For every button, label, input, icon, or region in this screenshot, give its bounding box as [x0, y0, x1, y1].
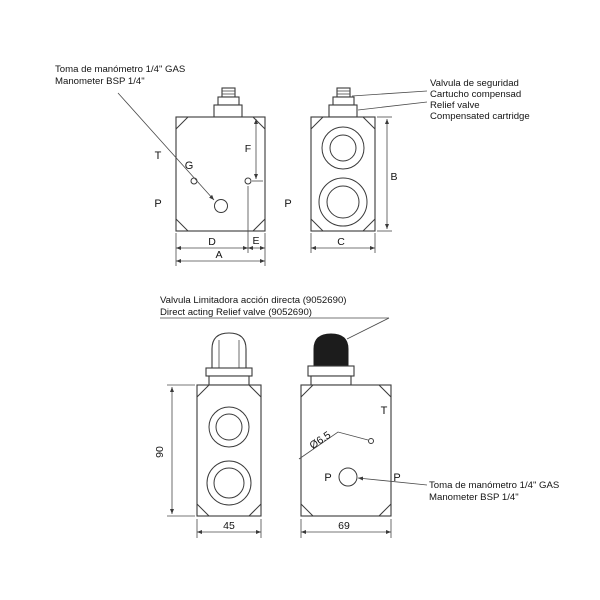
small-hole [368, 438, 374, 444]
port-label-p-outer: P [393, 472, 400, 484]
corner-chamfer [196, 503, 210, 517]
mounting-hole [244, 177, 252, 185]
corner-chamfer [196, 384, 210, 398]
corner-chamfer [175, 218, 189, 232]
port-bore-inner [329, 134, 357, 162]
diameter-leader-line [298, 431, 369, 460]
annotation-line: Toma de manómetro 1/4" GAS [55, 64, 185, 75]
annotation-line: Relief valve [430, 100, 480, 111]
port-bore-inner [213, 467, 245, 499]
adjust-screw-base [328, 104, 358, 118]
port-bore-inner [326, 185, 360, 219]
annotation-direct-relief: Valvula Limitadora acción directa (90526… [160, 295, 390, 340]
corner-chamfer [362, 218, 376, 232]
dim-label-90: 90 [154, 446, 166, 458]
annotation-line: Manometer BSP 1/4" [429, 492, 519, 503]
top-front-view: T P P G F D E A [154, 87, 292, 266]
corner-chamfer [252, 218, 266, 232]
port-label-g: G [185, 160, 194, 172]
annotation-line: Toma de manómetro 1/4" GAS [429, 480, 559, 491]
corner-chamfer [175, 116, 189, 130]
annotation-relief-valve: Valvula de seguridad Cartucho compensad … [351, 78, 530, 122]
leader-line [357, 101, 428, 111]
gauge-port-hole [338, 467, 358, 487]
annotation-line: Manometer BSP 1/4" [55, 76, 145, 87]
annotation-line: Direct acting Relief valve (9052690) [160, 307, 312, 318]
port-bore-outer [208, 406, 250, 448]
corner-chamfer [300, 503, 314, 517]
port-label-p-right: P [284, 198, 291, 210]
port-label-t: T [381, 405, 388, 417]
port-bore-outer [206, 460, 252, 506]
port-label-t: T [155, 150, 162, 162]
annotation-line: Compensated cartridge [430, 111, 530, 122]
corner-chamfer [248, 503, 262, 517]
dim-label-d: D [208, 236, 216, 248]
leader-line [117, 92, 215, 201]
dim-label-69: 69 [338, 520, 350, 532]
valve-body-front [175, 116, 266, 232]
bottom-front-view: 90 45 [154, 332, 262, 538]
dim-label-c: C [337, 236, 345, 248]
port-label-p-inner: P [324, 472, 331, 484]
cap-nut-band [307, 365, 355, 377]
dim-label-a: A [215, 249, 222, 261]
dim-label-f: F [245, 143, 251, 155]
gauge-port-hole [214, 199, 228, 213]
adjust-screw-locknut [332, 96, 355, 106]
corner-chamfer [300, 384, 314, 398]
relief-cap-dome-black [313, 333, 349, 367]
leader-line [346, 317, 390, 340]
bottom-side-view: T Ø6.5 P P 69 [298, 333, 401, 538]
dim-label-e: E [252, 235, 259, 247]
leader-line [351, 90, 428, 97]
annotation-manometer-top: Toma de manómetro 1/4" GAS Manometer BSP… [55, 64, 215, 201]
cap-nut-band [208, 375, 250, 386]
port-bore-outer [318, 177, 368, 227]
valve-body-side [310, 116, 376, 232]
corner-chamfer [248, 384, 262, 398]
corner-chamfer [378, 384, 392, 398]
annotation-manometer-bottom: Toma de manómetro 1/4" GAS Manometer BSP… [357, 476, 559, 503]
corner-chamfer [362, 116, 376, 130]
adjust-screw-top [221, 87, 236, 98]
annotation-line: Valvula Limitadora acción directa (90526… [160, 295, 346, 306]
corner-chamfer [310, 116, 324, 130]
cap-nut-band [205, 367, 253, 377]
annotation-line: Valvula de seguridad [430, 78, 519, 89]
relief-cap-dome [211, 332, 247, 369]
valve-body-front [196, 384, 262, 517]
dim-label-b: B [390, 171, 397, 183]
adjust-screw-locknut [217, 96, 240, 106]
corner-chamfer [310, 218, 324, 232]
annotation-line: Cartucho compensad [430, 89, 521, 100]
leader-line [357, 476, 428, 486]
port-bore-outer [321, 126, 365, 170]
valve-body-side [300, 384, 392, 517]
adjust-screw-base [213, 104, 243, 118]
port-label-p-left: P [154, 198, 161, 210]
cap-nut-band [310, 375, 352, 386]
corner-chamfer [378, 503, 392, 517]
adjust-screw-top [336, 87, 351, 98]
port-bore-inner [215, 413, 243, 441]
top-side-view: B C [310, 87, 398, 253]
dim-label-45: 45 [223, 520, 235, 532]
